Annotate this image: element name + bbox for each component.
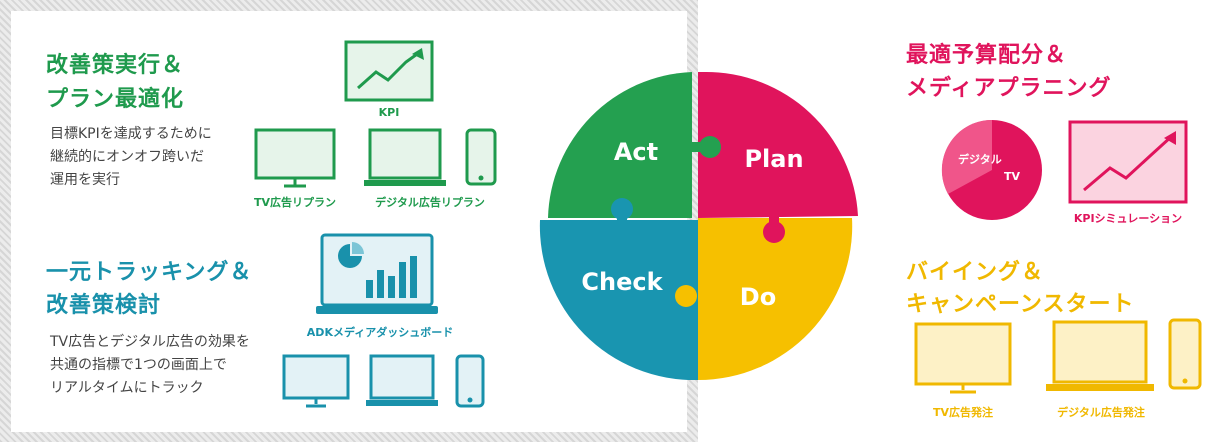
act-desc-line3: 運用を実行 bbox=[50, 172, 120, 188]
act-label: Act bbox=[614, 138, 658, 166]
do-tv-icon bbox=[914, 322, 1012, 394]
check-title-line1: 一元トラッキング＆ bbox=[46, 260, 253, 285]
dashboard-label: ADKメディアダッシュボード bbox=[306, 326, 454, 339]
plan-title-line1: 最適予算配分＆ bbox=[906, 43, 1068, 68]
do-label: Do bbox=[740, 283, 776, 311]
act-title-line1: 改善策実行＆ bbox=[46, 53, 185, 78]
plan-title-line2: メディアプラニング bbox=[906, 76, 1112, 101]
check-laptop-icon bbox=[366, 354, 438, 406]
kpi-simulation-icon bbox=[1068, 120, 1188, 204]
pdca-cycle: Act Plan Check Do bbox=[539, 71, 858, 381]
laptop-icon bbox=[364, 128, 446, 186]
do-check-connector bbox=[675, 285, 697, 307]
do-piece bbox=[698, 218, 853, 381]
plan-do-connector bbox=[763, 221, 785, 243]
dashboard-icon bbox=[316, 233, 438, 314]
check-act-connector bbox=[611, 198, 633, 220]
do-smartphone-icon bbox=[1168, 318, 1202, 390]
tv-icon bbox=[254, 128, 336, 188]
tv-order-label: TV広告発注 bbox=[932, 406, 994, 419]
act-plan-connector bbox=[699, 136, 721, 158]
check-desc-line1: TV広告とデジタル広告の効果を bbox=[50, 334, 250, 350]
check-title-line2: 改善策検討 bbox=[46, 293, 162, 318]
check-tv-icon bbox=[282, 354, 350, 408]
check-piece bbox=[539, 220, 698, 381]
check-desc-line3: リアルタイムにトラック bbox=[50, 380, 204, 396]
digital-order-label: デジタル広告発注 bbox=[1057, 406, 1145, 419]
check-desc-line2: 共通の指標で1つの画面上で bbox=[50, 357, 227, 373]
check-smartphone-icon bbox=[455, 354, 485, 408]
pie-tv-label: TV bbox=[1004, 170, 1021, 183]
act-title-line2: プラン最適化 bbox=[46, 87, 185, 112]
check-label: Check bbox=[581, 268, 663, 296]
act-desc-line1: 目標KPIを達成するために bbox=[50, 126, 212, 142]
do-laptop-icon bbox=[1046, 320, 1154, 391]
smartphone-icon bbox=[465, 128, 497, 186]
plan-piece bbox=[698, 71, 858, 218]
kpi-simulation-label: KPIシミュレーション bbox=[1073, 212, 1183, 225]
act-piece bbox=[548, 72, 692, 218]
digital-replan-label: デジタル広告リプラン bbox=[375, 196, 485, 209]
budget-pie-icon: デジタル TV bbox=[941, 119, 1042, 220]
do-title-line1: バイイング＆ bbox=[906, 260, 1045, 285]
plan-label: Plan bbox=[744, 145, 803, 173]
act-desc-line2: 継続的にオンオフ跨いだ bbox=[50, 149, 204, 165]
tv-replan-label: TV広告リプラン bbox=[253, 196, 337, 209]
kpi-label: KPI bbox=[378, 106, 400, 119]
kpi-chart-icon bbox=[344, 40, 434, 102]
do-title-line2: キャンペーンスタート bbox=[906, 292, 1135, 317]
pie-digital-label: デジタル bbox=[958, 152, 1002, 166]
